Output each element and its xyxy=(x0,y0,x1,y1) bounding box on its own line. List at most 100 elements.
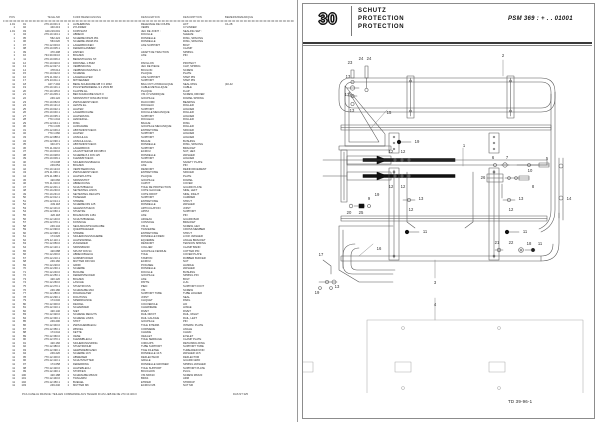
table-row[interactable]: 1138770.10.028.01SCHEIBE 8.4 DIN 125ROND… xyxy=(3,154,294,158)
table-row[interactable]: 1125279.10.022.11HALTERSUPPORTHOLDER xyxy=(3,108,294,112)
table-row[interactable]: 104279.10.104.11ABDECKDOUILLESLEEVE xyxy=(3,33,294,37)
table-row[interactable]: 1174770.12.260.01LASCHEPATTELUG xyxy=(3,281,294,285)
table-row[interactable]: 1165420.0881SPLINT DIN 94GOUPILLE FENDUE… xyxy=(3,250,294,254)
table-row[interactable]: 1128770.1.0441LENKER EL.ROULEAUROLLER xyxy=(3,118,294,122)
table-row[interactable]: 1169770.12.220.01GRIFFPOIGNEEHANDLE xyxy=(3,264,294,268)
table-row[interactable]: 1130770.1.0451AUFNAHMEGOUPILLE MECANIQUE… xyxy=(3,125,294,129)
table-row[interactable]: 1122249.1221SPANNSTIFT DIN1481 5X32GOUPI… xyxy=(3,97,294,101)
table-row[interactable]: 1121277.10.209.11BEF.SCHRAUBE M12X 0VIS … xyxy=(3,93,294,97)
table-row[interactable]: 1131279.12.046.21ABSTANDSTUECKENTRETOISE… xyxy=(3,129,294,133)
table-row[interactable]: 1123770.10.052.01ZWISCHENSTUECKRACCORDBE… xyxy=(3,101,294,105)
table-row[interactable]: 1192770.12.380.01STUETZROHRTUBE SUPPORTS… xyxy=(3,345,294,349)
table-row[interactable]: 111279.10.006.21BEFESTIGUNG ST.-- xyxy=(3,58,294,62)
table-row[interactable]: 1143279.11.036.11ZWISCHENSTUECKENTRETOIS… xyxy=(3,171,294,175)
table-row[interactable]: 1157279.12.070.11KONSOLECONSOLEBRACKET xyxy=(3,221,294,225)
table-row[interactable]: 1132770.1.0601HALTERSUPPORTHOLDER xyxy=(3,132,294,136)
table-row[interactable]: 106563.0205SCHEIBE 46048.051RONDELLERING… xyxy=(3,40,294,44)
table-row[interactable]: 1185249.2001STIFTGOUPILLEPIN xyxy=(3,320,294,324)
table-row[interactable]: 1154279.12.060.11STUETZEAPPUISUPPORT xyxy=(3,210,294,214)
table-row[interactable]: 1183770.12.320.01SCHIENE RECHTSRAIL DROI… xyxy=(3,313,294,317)
table-row[interactable]: 1197174.0581FEDERRINGRONDELLE GROWERSPRI… xyxy=(3,363,294,367)
table-row[interactable]: 1150279.12.012.11TRAEGERSUPPORTCARRIER xyxy=(3,196,294,200)
table-row[interactable]: 1194249.2201SCHEIBE 10.5RONDELLE 10.5WAS… xyxy=(3,352,294,356)
table-row[interactable]: 1133279.12.088.21ANSCHLAGSUPPORTHOLDER xyxy=(3,136,294,140)
table-row[interactable]: 1186770.12.340.01ZWISCHENBLECHTOLE INTER… xyxy=(3,324,294,328)
table-row[interactable]: 11102279.12.450.11BUEGELETRIERSTIRRUP xyxy=(3,381,294,385)
table-row[interactable]: 105562.42412SCHEIBE DIN25.051RONDELLERIN… xyxy=(3,37,294,41)
table-row[interactable]: 1167279.12.210.11GUMMIPUFFERTAMPONRUBBER… xyxy=(3,257,294,261)
table-row[interactable]: 1159770.12.090.01QUERTRAEGERTRAVERSECROS… xyxy=(3,228,294,232)
table-row[interactable]: 1.0103440.219.0011KOPFSATZJEU DE JOINT :… xyxy=(3,30,294,34)
table-row[interactable]: 11100420.1881SCHRAUBE M6X20VIS M6X20SCRE… xyxy=(3,374,294,378)
table-row[interactable]: 1129279.12.044.11RINGBAGUERING xyxy=(3,122,294,126)
table-row[interactable]: 1126279.10.040.11LAGERBUCHSEDOUILLE MECA… xyxy=(3,111,294,115)
table-row[interactable]: 1116279.11.002.11LAGERHALTERAXE SUPPORTS… xyxy=(3,76,294,80)
table-row[interactable]: 1163770.12.050.01ZUGFEDERRESSORTTENSION … xyxy=(3,242,294,246)
table-row[interactable]: 1189770.12.360.01OESEOEILLETEYELET xyxy=(3,335,294,339)
table-row[interactable]: 1.0101279.10.001.31AUSHEBUNGRELEVAGE DE … xyxy=(3,23,294,27)
table-row[interactable]: 1142770.10.124.01VERSTAERKUNGRENFORTREIN… xyxy=(3,168,294,172)
table-row[interactable]: 1181279.12.310.11SCHARNIERCHARNIEREHINGE xyxy=(3,306,294,310)
table-row[interactable]: 1120770.10.105.01KLAPPE EL.PLAQUEFLAP xyxy=(3,90,294,94)
table-row[interactable]: 1156770.12.140.01SCHUTZBUEGELARCEAUGUARD… xyxy=(3,218,294,222)
table-row[interactable]: 1162279.12.110.11HALTEWINKELEQUERREANGLE… xyxy=(3,239,294,243)
table-row[interactable]: 1161174.0261SICHERUNGSSCHEIBERONDELLE FR… xyxy=(3,235,294,239)
table-row[interactable]: 1172279.12.250.11FEDERSTECKERGOUPILLESPR… xyxy=(3,274,294,278)
table-row[interactable]: 1136770.11.002.01LAGERBOCKSUPPORTBRACKET xyxy=(3,147,294,151)
table-row[interactable]: 1191420.1661SICHERUNGSRINGCIRCLIPSRETAIN… xyxy=(3,342,294,346)
table-row[interactable]: 1180770.12.300.01DECKELCOUVERCLELID xyxy=(3,303,294,307)
table-row[interactable]: 1117279.10.011.11MITNEHMERSUPPORTSTEP PI… xyxy=(3,79,294,83)
table-row[interactable]: 1171770.12.240.01BUCHSEDOUILLEBUSHING xyxy=(3,271,294,275)
table-row[interactable]: 1196279.12.410.11SCHUTZGITTERGRILLEGUARD… xyxy=(3,359,294,363)
table-row[interactable]: 1199279.12.430.11STOPFENBOUCHONPLUG xyxy=(3,370,294,374)
table-row[interactable]: 109470.4081ZAPFENADAPT DE TRACTIONSPRING xyxy=(3,51,294,55)
table-row[interactable]: 1188174.0441KETTECHAINECHAIN xyxy=(3,331,294,335)
table-row[interactable]: 1153770.12.101.01GELENKSTUECKARTICULATIO… xyxy=(3,207,294,211)
table-row[interactable]: 11101770.12.440.01TRAGARMBRASARM xyxy=(3,377,294,381)
table-row[interactable]: 1198770.12.420.01HALTEBLECHTOLE SUPPORTS… xyxy=(3,367,294,371)
table-row[interactable]: 11103249.2401MUTTER M6ECROU M6NUT M6 xyxy=(3,384,294,388)
table-row[interactable]: 1147279.12.201.11SCHUTZBLECHTOLE DE PROT… xyxy=(3,186,294,190)
table-row[interactable]: 1195770.12.400.01ABWEISERDEFLECTEURDEFLE… xyxy=(3,356,294,360)
table-row[interactable]: 1127279.10.035.11HALTERUNGSUPPORTHOLDER xyxy=(3,115,294,119)
table-row[interactable]: 1139279.10.009.11KLEMMSTUECKSUPPORTHOLDE… xyxy=(3,157,294,161)
table-row[interactable]: 1149770.10.231.01SEITENTEIL RECHTSCOTE D… xyxy=(3,193,294,197)
table-row[interactable]: 1170279.12.230.11SCHEIBERONDELLEWASHER xyxy=(3,267,294,271)
table-row[interactable]: 1144279.11.088.11HALTEPLATTEPLAQUEPLATE xyxy=(3,175,294,179)
table-row[interactable]: 1146770.11.010.01ABDECKUNGCAPOTCOVER xyxy=(3,182,294,186)
table-row[interactable]: 1124279.10.121.21LEISTE EL.ROULEAUROLLER xyxy=(3,104,294,108)
table-row[interactable]: 1173420.1201BOLZENAXEBOLT xyxy=(3,278,294,282)
table-row[interactable]: 1168249.1601MUTTER DIN 934ECROUNUT xyxy=(3,260,294,264)
table-row[interactable]: 1152249.1181SCHEIBE DIN 125RONDELLEWASHE… xyxy=(3,203,294,207)
table-row[interactable]: 1166770.12.200.01ABDECKBLECHTOLECOVER PL… xyxy=(3,253,294,257)
table-row[interactable]: 1148770.10.230.01SEITENTEIL LINKSCOTE GA… xyxy=(3,189,294,193)
table-row[interactable]: 1160279.12.098.11STREBEENTRETOISESTRUT xyxy=(3,232,294,236)
table-row[interactable]: 1141249.0541BOLZENAXEPIN xyxy=(3,164,294,168)
table-row[interactable]: 1118447.7.2041BEFE.SCHRAUBE M8 X 0 2832B… xyxy=(3,83,294,87)
table-row[interactable]: 1190279.12.370.11KLEMMBLECHTOLE SERRAGEC… xyxy=(3,338,294,342)
table-row[interactable]: 1151279.12.014.11STREBEENTRETOISESTRUT xyxy=(3,200,294,204)
table-row[interactable]: 1140174.0381SICHERUNGSBLECHROSACESAFETY … xyxy=(3,161,294,165)
table-row[interactable]: 1155420.1181BOLZEN DIN 1481AXEPIN xyxy=(3,214,294,218)
table-row[interactable]: 1182420.1401NIETRIVETRIVET xyxy=(3,310,294,314)
table-row[interactable]: 1119279.10.101.11POLSTERWIDEREL.9 2 2533… xyxy=(3,86,294,90)
table-row[interactable]: 107770.12.003.01LAGERBOCKENAXE SUPPORTBO… xyxy=(3,44,294,48)
table-row[interactable]: 1175279.12.270.11STUETZFUSSPIEDSUPPORT F… xyxy=(3,285,294,289)
table-row[interactable]: 1184279.12.330.11SCHIENE LINKSRAIL GAUCH… xyxy=(3,317,294,321)
table-row[interactable]: 1177770.12.280.01ROHRHALTERSUPPORT TUBET… xyxy=(3,292,294,296)
table-row[interactable]: 102440.2131ZYLINDERVERINCYLINDER xyxy=(3,26,294,30)
table-row[interactable]: 1187279.12.350.11WINKELCORNIEREANGLE xyxy=(3,328,294,332)
table-row[interactable]: 1179174.0321SPERRKLINKECLIQUETPAWL xyxy=(3,299,294,303)
table-row[interactable]: 110734.30.004.01BOLZENAXEPIN xyxy=(3,54,294,58)
table-row[interactable]: 1145420.0661SPANNSTIFTGOUPILLEDOWEL xyxy=(3,179,294,183)
table-row[interactable]: 1137770.10.003.01AS-MUTTER M8 DIN 985 0E… xyxy=(3,150,294,154)
table-row[interactable]: 1115770.10.022.01SCHIENEPLAQUEPLATE xyxy=(3,72,294,76)
table-row[interactable]: 1135340.2711ABSTANDSTUECKRONDELLERING, S… xyxy=(3,143,294,147)
table-row[interactable]: 1112770.10.020.01DROSSEL 1.5MMPAVILLONPR… xyxy=(3,62,294,66)
table-row[interactable]: 1178279.12.290.11DICHTUNGJOINTSEAL xyxy=(3,296,294,300)
table-row[interactable]: 1134279.12.090.11ANSCHLAG EL.BAGUEBUSHIN… xyxy=(3,140,294,144)
table-row[interactable]: 108279.10.005.11FEDERKLAMMER-CLAMP xyxy=(3,47,294,51)
table-row[interactable]: 1193279.12.390.11GEWINDEBOLZENTIGE FILET… xyxy=(3,349,294,353)
table-row[interactable]: 1158249.1441SECHSKANTSCHRAUBEVIS HSCREW,… xyxy=(3,225,294,229)
table-row[interactable]: 1176249.1801SCHRAUBE M10VISSCREW xyxy=(3,289,294,293)
